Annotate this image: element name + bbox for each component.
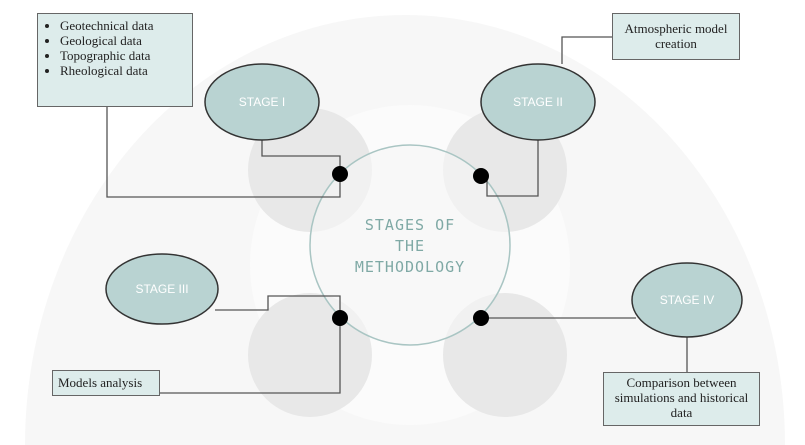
stage-4[interactable]: STAGE IV [631,262,743,338]
data-item: Geotechnical data [60,18,192,33]
data-item: Rheological data [60,63,192,78]
data-sources-box: Geotechnical data Geological data Topogr… [37,13,193,107]
stage-3[interactable]: STAGE III [105,253,219,325]
stage-2-label: STAGE II [513,95,563,109]
atmospheric-box: Atmospheric model creation [612,13,740,60]
stage-2[interactable]: STAGE II [480,63,596,141]
svg-text:THE: THE [395,237,425,255]
svg-text:STAGES OF: STAGES OF [365,216,455,234]
connector-dots [332,166,489,326]
center-title: STAGES OF THE METHODOLOGY [355,216,465,276]
stage-1[interactable]: STAGE I [204,63,320,141]
svg-text:METHODOLOGY: METHODOLOGY [355,258,465,276]
stage-4-label: STAGE IV [660,293,714,307]
stage-1-label: STAGE I [239,95,285,109]
models-analysis-box: Models analysis [52,370,160,396]
comparison-box: Comparison between simulations and histo… [603,372,760,426]
center-ring [309,144,511,346]
blob-bottom-right [443,293,567,417]
stage-3-label: STAGE III [135,282,188,296]
data-item: Geological data [60,33,192,48]
data-item: Topographic data [60,48,192,63]
